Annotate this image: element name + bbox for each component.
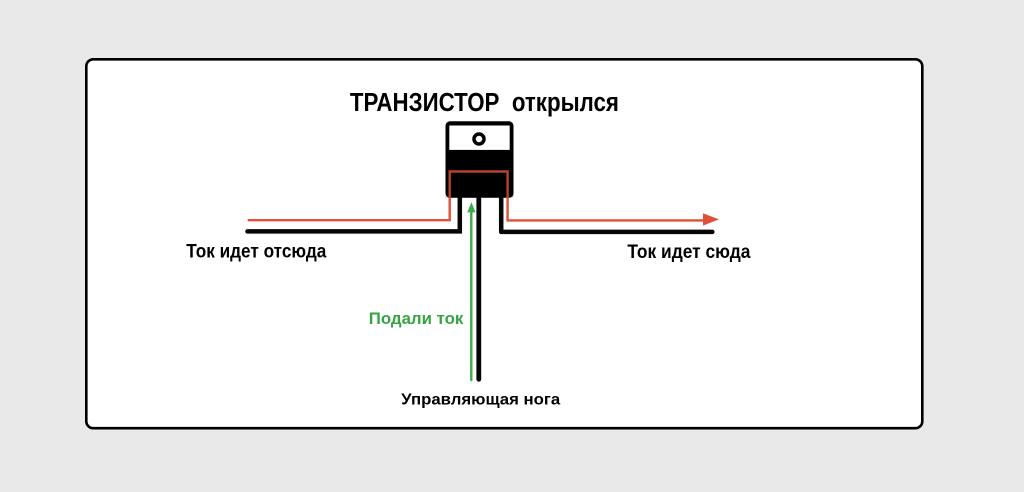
svg-text:Подали ток: Подали ток	[369, 309, 464, 328]
svg-text:ТРАНЗИСТОР открылся: ТРАНЗИСТОР открылся	[350, 89, 619, 117]
svg-text:Ток идет сюда: Ток идет сюда	[627, 242, 750, 263]
svg-text:Ток идет отсюда: Ток идет отсюда	[186, 241, 326, 262]
svg-text:Управляющая нога: Управляющая нога	[401, 391, 560, 408]
